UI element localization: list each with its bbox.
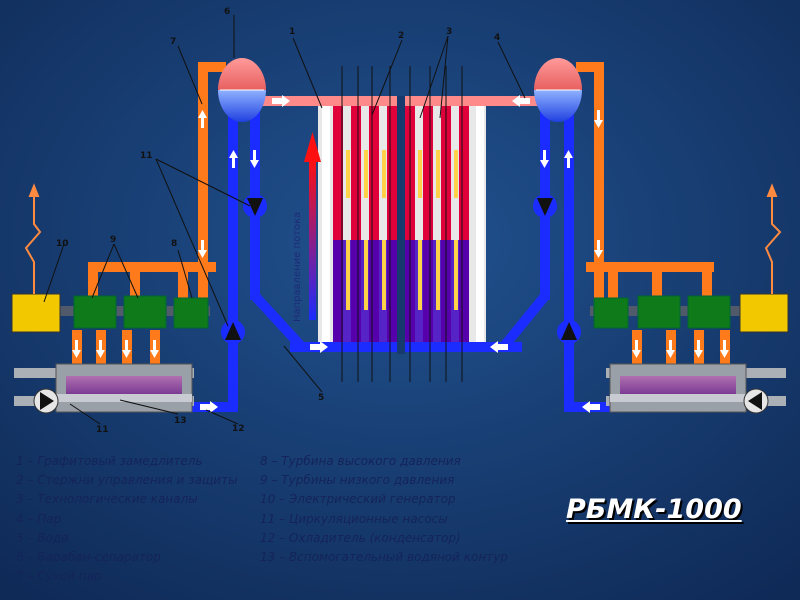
legend-item: 9 – Турбины низкого давления	[260, 473, 455, 488]
legend-item: 2 – Стержни управления и защиты	[16, 473, 238, 488]
power-output-left	[24, 183, 42, 294]
low-pressure-turbine-right-1	[637, 295, 681, 329]
label-4: 4	[494, 33, 500, 43]
generator-right	[739, 293, 789, 333]
legend-item: 4 – Пар	[16, 511, 62, 526]
legend-item: 11 – Циркуляционные насосы	[260, 511, 448, 526]
legend-item: 12 – Охладитель (конденсатор)	[260, 530, 461, 545]
condenser-right	[606, 363, 786, 413]
legend-right: 8 – Турбина высокого давления 9 – Турбин…	[260, 452, 508, 567]
water-diagonals	[251, 292, 549, 349]
generator-left	[11, 293, 61, 333]
legend-item: 1 – Графитовый замедлитель	[16, 454, 203, 468]
reactor-core	[318, 66, 486, 382]
legend-item: 10 – Электрический генератор	[260, 492, 456, 507]
legend-item: 5 – Вода	[16, 530, 69, 545]
high-pressure-turbine-left	[173, 297, 209, 329]
flow-direction-label: Направление потока	[292, 212, 303, 322]
label-12: 12	[232, 424, 245, 434]
turbine-group-right	[590, 293, 789, 333]
label-8: 8	[171, 239, 177, 249]
low-pressure-turbine-left-1	[73, 295, 117, 329]
diagram-title: РБМК-1000	[566, 494, 742, 525]
label-9: 9	[110, 235, 116, 245]
label-6: 6	[224, 7, 230, 17]
auxiliary-pump-icon	[33, 388, 769, 414]
legend-item: 6 – Барабан-сепаратор	[16, 550, 161, 565]
flow-direction-arrow	[304, 132, 321, 320]
label-11-bottom: 11	[96, 425, 109, 435]
condenser-left	[14, 363, 194, 413]
legend-left: 1 – Графитовый замедлитель 2 – Стержни у…	[16, 452, 238, 586]
drum-separator-right	[534, 58, 582, 122]
low-pressure-turbine-left-2	[123, 295, 167, 329]
legend-item: 3 – Технологические каналы	[16, 492, 198, 507]
flow-arrows	[72, 95, 729, 413]
label-7: 7	[170, 37, 176, 47]
high-pressure-turbine-right	[593, 297, 629, 329]
label-3: 3	[446, 27, 452, 37]
legend-item: 13 – Вспомогательный водяной контур	[260, 550, 508, 565]
label-2: 2	[398, 31, 404, 41]
label-11-top: 11	[140, 151, 153, 161]
power-output-right	[764, 183, 782, 294]
legend-item: 7 – Сухой пар	[16, 569, 102, 584]
hot-steam-header	[262, 96, 538, 106]
low-pressure-turbine-right-2	[687, 295, 731, 329]
circulation-pump-icon	[221, 194, 581, 344]
leader-lines	[43, 15, 526, 425]
label-13: 13	[174, 416, 187, 426]
drum-separator-left	[218, 58, 266, 122]
label-1: 1	[289, 27, 295, 37]
label-10: 10	[56, 239, 69, 249]
turbine-group-left	[11, 293, 210, 333]
label-5: 5	[318, 393, 324, 403]
legend-item: 8 – Турбина высокого давления	[260, 454, 461, 468]
